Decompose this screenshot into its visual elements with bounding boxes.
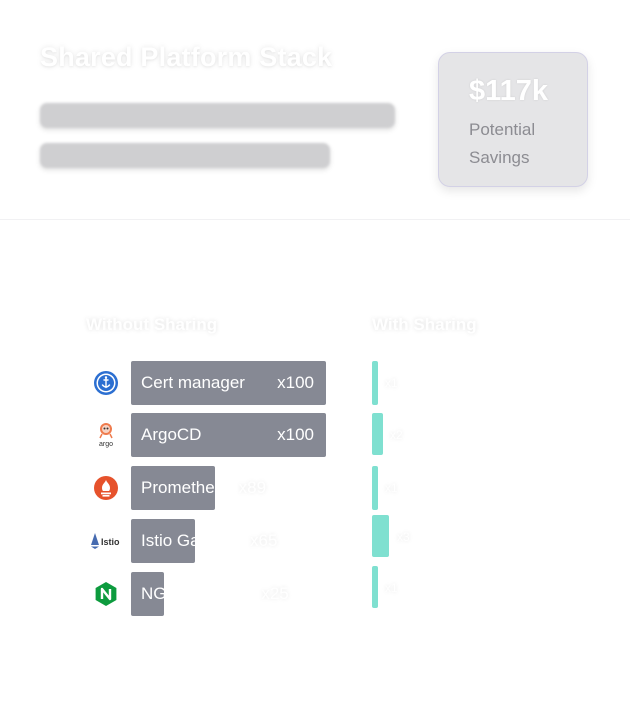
with-value: x1 — [385, 481, 398, 495]
without-label: Prometheus x89 — [141, 466, 266, 510]
prometheus-icon — [93, 475, 119, 501]
istio-icon: Istio — [90, 528, 124, 554]
component-name: Prometheus — [141, 478, 233, 497]
header-section: Shared Platform Stack $117k Potential Sa… — [0, 0, 630, 220]
with-bar — [372, 361, 378, 405]
with-value: x2 — [390, 428, 403, 442]
component-row-cert-manager: Cert manager x100 x1 — [0, 361, 630, 405]
component-row-argocd: argo ArgoCD x100 x2 — [0, 413, 630, 457]
component-name: ArgoCD — [141, 425, 202, 444]
component-row-istio-gateway: Istio Istio Gateway x65 x3 — [0, 515, 630, 563]
component-name: NGINX Ingress — [141, 584, 256, 603]
with-sharing-heading: With Sharing — [372, 315, 477, 334]
without-label: Istio Gateway x65 — [141, 519, 277, 563]
skeleton-line-2 — [40, 143, 330, 168]
savings-card: $117k Potential Savings — [438, 52, 588, 187]
without-label: ArgoCD x100 — [141, 413, 314, 457]
savings-label: Potential Savings — [469, 120, 536, 167]
with-bar — [372, 413, 383, 455]
without-bar — [131, 413, 326, 457]
component-count: x65 — [250, 531, 278, 550]
with-bar — [372, 515, 389, 557]
with-bar — [372, 466, 378, 510]
component-name: Istio Gateway — [141, 531, 244, 550]
svg-text:Istio: Istio — [101, 537, 120, 547]
without-sharing-heading: Without Sharing — [86, 315, 218, 334]
savings-value: $117k — [469, 75, 549, 107]
svg-text:argo: argo — [99, 441, 113, 448]
without-bar — [131, 572, 164, 616]
component-count: x25 — [261, 584, 289, 603]
cert-manager-icon — [93, 370, 119, 396]
page-title: Shared Platform Stack — [40, 42, 333, 72]
component-name: Cert manager — [141, 373, 245, 392]
with-value: x3 — [397, 530, 410, 544]
with-value: x1 — [385, 376, 398, 390]
component-count: x89 — [238, 478, 267, 497]
with-value: x1 — [385, 581, 398, 595]
component-count: x100 — [277, 373, 314, 392]
without-label: Cert manager x100 — [141, 361, 314, 405]
nginx-icon — [93, 581, 119, 607]
without-bar — [131, 466, 215, 510]
component-count: x100 — [277, 425, 314, 444]
without-label: NGINX Ingress x25 — [141, 572, 289, 616]
argocd-icon: argo — [93, 422, 119, 448]
component-row-nginx-ingress: NGINX Ingress x25 x1 — [0, 566, 630, 616]
without-bar — [131, 361, 326, 405]
with-bar — [372, 566, 378, 608]
skeleton-line-1 — [40, 103, 395, 128]
component-row-prometheus: Prometheus x89 x1 — [0, 466, 630, 510]
without-bar — [131, 519, 195, 563]
